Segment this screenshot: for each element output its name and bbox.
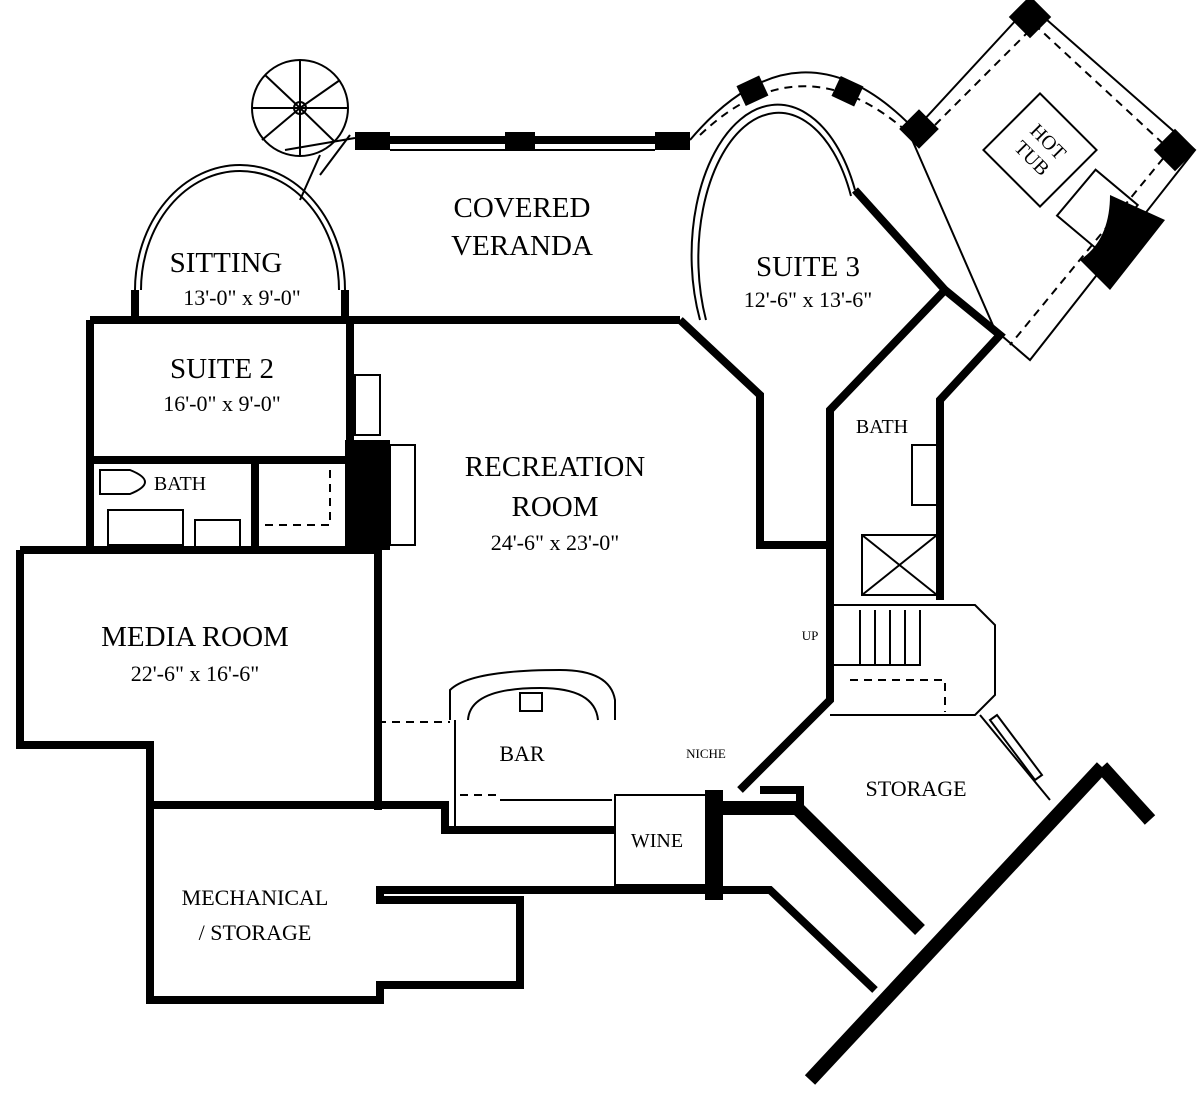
veranda-label-2: VERANDA: [451, 230, 593, 262]
recreation-label-1: RECREATION: [465, 451, 646, 483]
wine-label: WINE: [631, 830, 683, 852]
sitting-size: 13'-0" x 9'-0": [183, 285, 301, 310]
recreation-size: 24'-6" x 23'-0": [491, 530, 620, 555]
suite3-label: SUITE 3: [756, 251, 860, 283]
bar-label: BAR: [499, 741, 545, 766]
mechanical-label-2: / STORAGE: [199, 920, 312, 945]
spiral-staircase: [251, 59, 356, 201]
sitting-label: SITTING: [170, 247, 283, 279]
room-labels: COVERED VERANDA SITTING 13'-0" x 9'-0" S…: [101, 120, 1070, 945]
stairs-up-label: UP: [802, 628, 819, 643]
hot-tub: [982, 92, 1098, 208]
recreation-label-2: ROOM: [511, 491, 598, 523]
toilet: [99, 469, 146, 495]
suite2-size: 16'-0" x 9'-0": [163, 391, 281, 416]
veranda-label-1: COVERED: [454, 192, 591, 224]
suite3-size: 12'-6" x 13'-6": [744, 287, 873, 312]
storage-label: STORAGE: [865, 776, 966, 801]
niche-label: NICHE: [686, 746, 726, 761]
media-room-label: MEDIA ROOM: [101, 621, 289, 653]
bath-right-label: BATH: [856, 416, 908, 438]
bathtub: [107, 509, 184, 546]
media-room-size: 22'-6" x 16'-6": [131, 661, 260, 686]
walls: [16, 0, 1197, 1085]
suite2-label: SUITE 2: [170, 353, 274, 385]
mechanical-label-1: MECHANICAL: [182, 885, 329, 910]
bath-left-label: BATH: [154, 473, 206, 495]
